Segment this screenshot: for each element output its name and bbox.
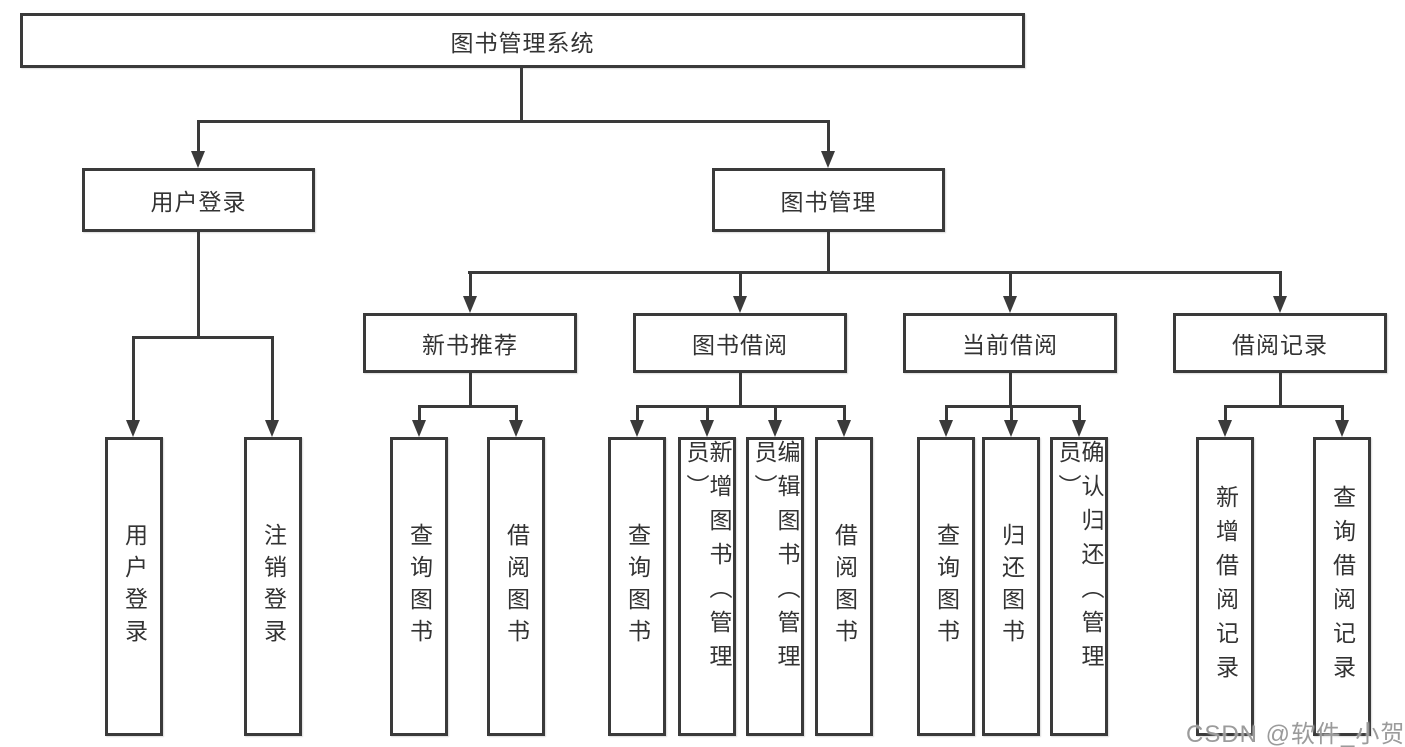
edge-leaf-stem bbox=[1341, 405, 1344, 420]
arrowhead-down-icon bbox=[191, 151, 205, 168]
edge-level2-bus bbox=[468, 271, 1282, 274]
leaf-confirm-return-admin-label: 确认归还（管理员） bbox=[1055, 440, 1104, 678]
leaf-edit-book-admin: 编辑图书（管理员） bbox=[746, 437, 804, 736]
edge-leaf-stem bbox=[636, 405, 639, 420]
leaf-add-book-admin: 新增图书（管理员） bbox=[678, 437, 736, 736]
node-borrow-records-label: 借阅记录 bbox=[1232, 332, 1328, 358]
arrowhead-down-icon bbox=[509, 420, 523, 437]
leaf-query-books-recommend-label: 查询图书 bbox=[406, 522, 433, 651]
arrowhead-down-icon bbox=[1335, 420, 1349, 437]
watermark-text: CSDN @软件_小贺同学 bbox=[1186, 721, 1405, 747]
leaf-confirm-return-admin: 确认归还（管理员） bbox=[1050, 437, 1108, 736]
arrowhead-down-icon bbox=[630, 420, 644, 437]
edge-book-management-stem bbox=[827, 232, 830, 271]
edge-current-borrow-stem bbox=[1009, 373, 1012, 405]
arrowhead-down-icon bbox=[1072, 420, 1086, 437]
node-book-management: 图书管理 bbox=[712, 168, 945, 232]
edge-book-borrow-bus bbox=[636, 405, 846, 408]
edge-to-user-login bbox=[197, 120, 200, 151]
arrowhead-down-icon bbox=[265, 420, 279, 437]
edge-root-stem bbox=[520, 68, 523, 120]
arrowhead-down-icon bbox=[412, 420, 426, 437]
arrowhead-down-icon bbox=[821, 151, 835, 168]
arrowhead-down-icon bbox=[1218, 420, 1232, 437]
leaf-query-books-borrowing: 查询图书 bbox=[608, 437, 666, 736]
node-book-management-label: 图书管理 bbox=[780, 189, 877, 215]
arrowhead-down-icon bbox=[1004, 420, 1018, 437]
edge-leaf-stem bbox=[1224, 405, 1227, 420]
node-library-system-label: 图书管理系统 bbox=[450, 29, 595, 56]
edge-to-leaf-logout bbox=[271, 336, 274, 420]
leaf-return-book-label: 归还图书 bbox=[998, 522, 1025, 651]
edge-to-borrow-record bbox=[1279, 271, 1282, 296]
edge-current-borrow-bus bbox=[945, 405, 1081, 408]
leaf-user-login-label: 用户登录 bbox=[121, 522, 148, 651]
edge-new-book-stem bbox=[469, 373, 472, 405]
leaf-borrow-books-borrowing-label: 借阅图书 bbox=[831, 522, 858, 651]
arrowhead-down-icon bbox=[126, 420, 140, 437]
edge-to-book-borrow bbox=[739, 271, 742, 296]
leaf-borrow-books-recommend-label: 借阅图书 bbox=[503, 522, 530, 651]
arrowhead-down-icon bbox=[1273, 296, 1287, 313]
edge-leaf-stem bbox=[1010, 405, 1013, 420]
edge-leaf-stem bbox=[945, 405, 948, 420]
node-new-book-recommend: 新书推荐 bbox=[363, 313, 577, 373]
arrowhead-down-icon bbox=[768, 420, 782, 437]
edge-leaf-stem bbox=[774, 405, 777, 420]
leaf-query-books-current: 查询图书 bbox=[917, 437, 975, 736]
arrowhead-down-icon bbox=[700, 420, 714, 437]
leaf-user-login: 用户登录 bbox=[105, 437, 163, 736]
edge-level1-bus bbox=[197, 120, 830, 123]
edge-borrow-record-stem bbox=[1279, 373, 1282, 405]
leaf-query-borrow-record: 查询借阅记录 bbox=[1313, 437, 1371, 736]
leaf-logout-label: 注销登录 bbox=[260, 522, 287, 651]
leaf-add-book-admin-label: 新增图书（管理员） bbox=[683, 440, 732, 678]
leaf-query-books-current-label: 查询图书 bbox=[933, 522, 960, 651]
arrowhead-down-icon bbox=[939, 420, 953, 437]
edge-to-leaf-user-login bbox=[132, 336, 135, 420]
edge-leaf-stem bbox=[706, 405, 709, 420]
node-book-borrowing-label: 图书借阅 bbox=[692, 332, 788, 358]
leaf-borrow-books-recommend: 借阅图书 bbox=[487, 437, 545, 736]
arrowhead-down-icon bbox=[837, 420, 851, 437]
node-user-login: 用户登录 bbox=[82, 168, 315, 232]
node-current-borrowing-label: 当前借阅 bbox=[962, 332, 1058, 358]
leaf-logout: 注销登录 bbox=[244, 437, 302, 736]
edge-user-login-bus bbox=[132, 336, 274, 339]
node-book-borrowing: 图书借阅 bbox=[633, 313, 847, 373]
arrowhead-down-icon bbox=[733, 296, 747, 313]
edge-to-current-borrow bbox=[1009, 271, 1012, 296]
edge-book-borrow-stem bbox=[739, 373, 742, 405]
edge-leaf-stem bbox=[418, 405, 421, 420]
leaf-edit-book-admin-label: 编辑图书（管理员） bbox=[751, 440, 800, 678]
edge-to-book-management bbox=[827, 120, 830, 151]
edge-leaf-stem bbox=[515, 405, 518, 420]
node-borrow-records: 借阅记录 bbox=[1173, 313, 1387, 373]
edge-to-new-book bbox=[469, 271, 472, 296]
edge-user-login-stem bbox=[197, 232, 200, 336]
edge-leaf-stem bbox=[843, 405, 846, 420]
edge-borrow-record-bus bbox=[1224, 405, 1344, 408]
node-current-borrowing: 当前借阅 bbox=[903, 313, 1117, 373]
arrowhead-down-icon bbox=[463, 296, 477, 313]
leaf-query-books-recommend: 查询图书 bbox=[390, 437, 448, 736]
arrowhead-down-icon bbox=[1003, 296, 1017, 313]
node-new-book-recommend-label: 新书推荐 bbox=[422, 332, 518, 358]
leaf-query-borrow-record-label: 查询借阅记录 bbox=[1329, 484, 1356, 689]
leaf-query-books-borrowing-label: 查询图书 bbox=[624, 522, 651, 651]
edge-new-book-bus bbox=[418, 405, 518, 408]
leaf-return-book: 归还图书 bbox=[982, 437, 1040, 736]
node-user-login-label: 用户登录 bbox=[150, 189, 247, 215]
leaf-borrow-books-borrowing: 借阅图书 bbox=[815, 437, 873, 736]
leaf-add-borrow-record: 新增借阅记录 bbox=[1196, 437, 1254, 736]
edge-leaf-stem bbox=[1078, 405, 1081, 420]
node-library-system: 图书管理系统 bbox=[20, 13, 1025, 68]
leaf-add-borrow-record-label: 新增借阅记录 bbox=[1212, 484, 1239, 689]
